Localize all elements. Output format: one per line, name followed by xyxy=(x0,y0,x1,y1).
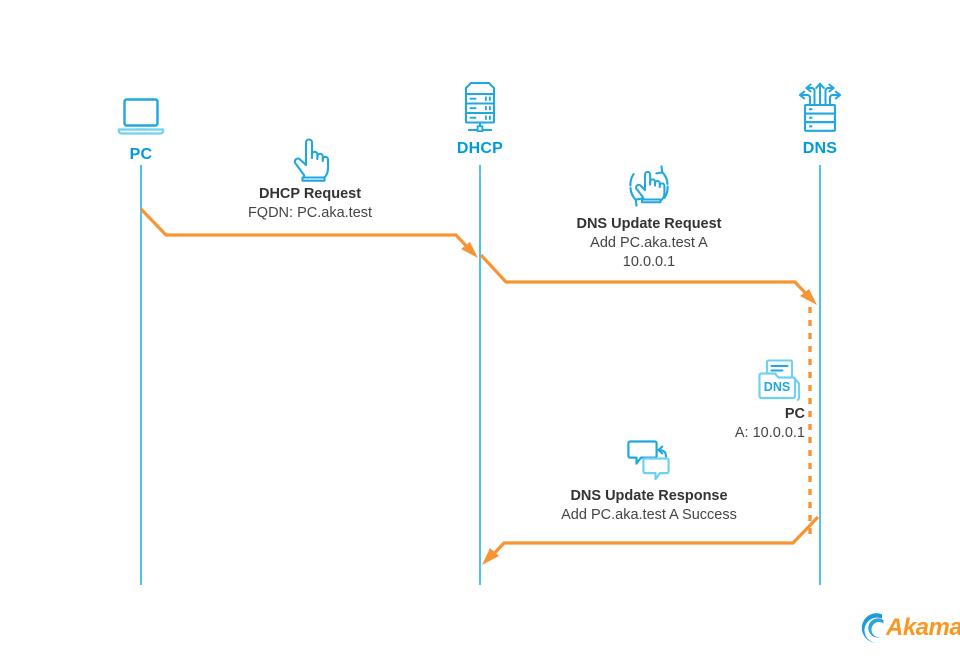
actor-dns: DNS xyxy=(760,78,880,158)
message-title: DHCP Request xyxy=(258,186,362,202)
hand-refresh-icon xyxy=(529,160,769,212)
actor-label-dns: DNS xyxy=(802,140,838,157)
pointing-hand-icon xyxy=(190,130,430,182)
message-title: DNS Update Response xyxy=(570,488,728,504)
lifeline-pc xyxy=(140,165,142,585)
dns-record-title: PC xyxy=(784,406,805,422)
arrowhead-3 xyxy=(482,548,499,565)
actor-dhcp: DHCP xyxy=(420,78,540,158)
actor-label-dhcp: DHCP xyxy=(456,140,504,157)
dns-folder-icon: DNS xyxy=(600,355,805,405)
message-title: DNS Update Request xyxy=(576,216,722,232)
svg-text:DNS: DNS xyxy=(764,380,790,394)
server-rack-icon xyxy=(420,78,540,134)
message-dhcp-request: DHCP Request FQDN: PC.aka.test xyxy=(190,130,430,223)
dns-record-note: DNS PC A: 10.0.0.1 xyxy=(600,355,805,443)
arrowhead-1 xyxy=(461,242,478,258)
arrowhead-2 xyxy=(800,289,817,305)
laptop-icon xyxy=(81,84,201,140)
dns-record-line-1: A: 10.0.0.1 xyxy=(734,425,805,441)
actor-pc: PC xyxy=(81,84,201,164)
message-line-1: FQDN: PC.aka.test xyxy=(247,205,373,221)
message-dns-update-response: DNS Update Response Add PC.aka.test A Su… xyxy=(529,432,769,525)
message-line-1: Add PC.aka.test A Success xyxy=(561,507,737,523)
message-dns-update-request: DNS Update Request Add PC.aka.test A 10.… xyxy=(529,160,769,272)
akamai-logo-text: Akamai xyxy=(886,614,960,641)
lifeline-dns xyxy=(819,165,821,585)
actor-label-pc: PC xyxy=(129,146,153,163)
message-line-1: Add PC.aka.test A xyxy=(590,235,708,251)
akamai-logo: Akamai xyxy=(858,611,960,645)
akamai-swoosh-icon xyxy=(861,613,884,643)
lifeline-dhcp xyxy=(479,165,481,585)
chat-bubbles-reply-icon xyxy=(529,432,769,484)
message-line-2: 10.0.0.1 xyxy=(622,254,676,270)
dns-server-icon xyxy=(760,78,880,134)
